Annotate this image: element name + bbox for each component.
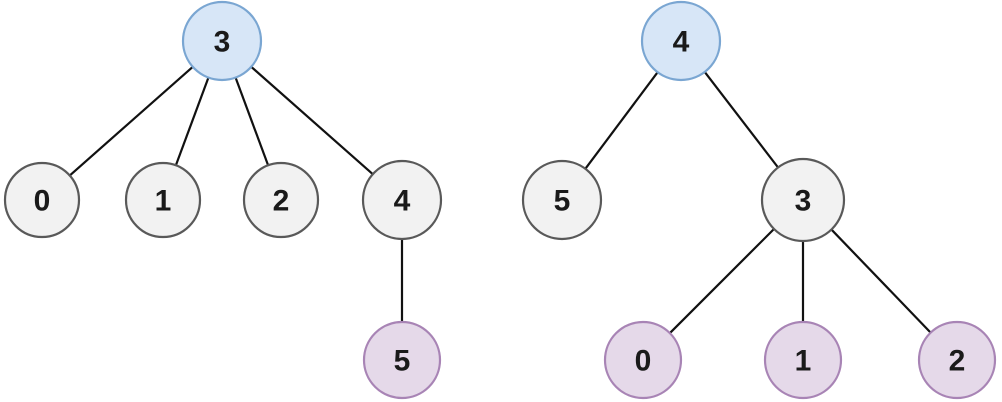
graph-node-l5[interactable]: 5 <box>362 320 442 400</box>
graph-node-l4[interactable]: 4 <box>361 159 443 241</box>
graph-edge-r3-r2 <box>829 228 933 335</box>
node-label-l2: 2 <box>273 185 290 218</box>
edges-layer <box>68 65 933 335</box>
node-label-r4: 4 <box>673 26 690 59</box>
graph-edge-l3-l1 <box>174 76 210 167</box>
node-circle-r3[interactable] <box>760 157 846 243</box>
graph-node-l1[interactable]: 1 <box>124 161 202 239</box>
graph-node-r4[interactable]: 4 <box>640 0 722 82</box>
node-circle-r1[interactable] <box>763 320 843 400</box>
node-label-r3: 3 <box>795 185 812 218</box>
node-circle-r0[interactable] <box>603 320 683 400</box>
graph-edge-l3-l2 <box>234 76 270 167</box>
graph-node-l2[interactable]: 2 <box>242 161 320 239</box>
node-label-r2: 2 <box>949 345 966 378</box>
graph-edge-l3-l4 <box>249 65 375 176</box>
node-circle-l3[interactable] <box>181 0 263 82</box>
graph-node-r2[interactable]: 2 <box>917 320 997 400</box>
node-circle-l5[interactable] <box>362 320 442 400</box>
node-label-l3: 3 <box>214 26 231 59</box>
node-label-r1: 1 <box>795 345 812 378</box>
graph-node-r3[interactable]: 3 <box>760 157 846 243</box>
graph-node-l0[interactable]: 0 <box>3 161 81 239</box>
graph-node-r0[interactable]: 0 <box>603 320 683 400</box>
graph-edge-l3-l0 <box>68 65 195 177</box>
node-label-l0: 0 <box>34 185 51 218</box>
nodes-layer: 3 0 1 2 4 5 4 5 3 0 1 2 <box>3 0 997 400</box>
node-circle-l4[interactable] <box>361 159 443 241</box>
node-label-r0: 0 <box>635 345 652 378</box>
node-circle-l0[interactable] <box>3 161 81 239</box>
graph-node-r5[interactable]: 5 <box>521 159 603 241</box>
graph-edge-r4-r3 <box>703 70 780 169</box>
node-label-r5: 5 <box>554 185 571 218</box>
node-label-l4: 4 <box>394 185 411 218</box>
node-circle-l2[interactable] <box>242 161 320 239</box>
node-circle-r2[interactable] <box>917 320 997 400</box>
node-circle-l1[interactable] <box>124 161 202 239</box>
node-label-l5: 5 <box>394 345 411 378</box>
graph-node-l3[interactable]: 3 <box>181 0 263 82</box>
node-circle-r4[interactable] <box>640 0 722 82</box>
graph-edge-r3-r0 <box>668 227 776 335</box>
graph-edge-r4-r5 <box>583 70 660 171</box>
node-label-l1: 1 <box>155 185 172 218</box>
node-circle-r5[interactable] <box>521 159 603 241</box>
graph-node-r1[interactable]: 1 <box>763 320 843 400</box>
